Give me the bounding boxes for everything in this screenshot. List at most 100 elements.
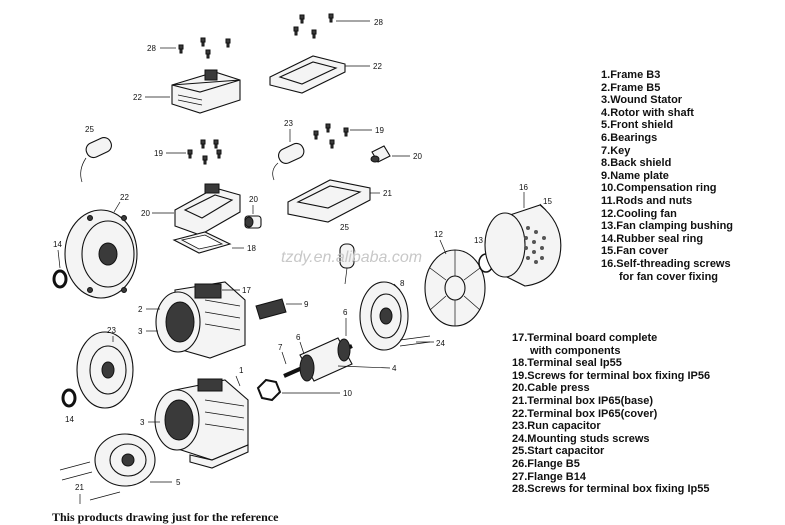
terminal-box-cover-22-left <box>171 69 241 114</box>
start-capacitor-25-middle <box>339 243 355 285</box>
legend-item-text: Self-threading screws <box>616 257 731 270</box>
callout-19a: 19 <box>154 149 163 158</box>
legend-item-text: Terminal box IP65(cover) <box>527 407 658 420</box>
legend-item: 17.Terminal board complete <box>512 332 710 345</box>
front-shield <box>94 433 156 487</box>
legend-item-number: 10. <box>601 182 617 195</box>
legend-item-text: Frame B5 <box>610 81 661 94</box>
legend-item: 11.Rods and nuts <box>601 195 733 208</box>
legend-item: 12.Cooling fan <box>601 208 733 221</box>
callout-25b: 25 <box>340 223 349 232</box>
legend-item-number: 28. <box>512 483 528 496</box>
legend-item: 18.Terminal seal Ip55 <box>512 357 710 370</box>
legend-item: 26.Flange B5 <box>512 458 710 471</box>
legend-item: 27.Flange B14 <box>512 471 710 484</box>
callout-3a: 3 <box>138 327 143 336</box>
callout-1: 1 <box>239 366 244 375</box>
legend-item-continuation: with components <box>530 344 621 357</box>
callout-20b: 20 <box>141 209 150 218</box>
legend-item-text: Bearings <box>610 131 658 144</box>
legend-item: 3.Wound Stator <box>601 94 733 107</box>
callout-24: 24 <box>436 339 445 348</box>
legend-item-text: Screws for terminal box fixing Ip55 <box>527 483 710 496</box>
legend-item-text: Mounting studs screws <box>527 432 650 445</box>
legend-item: 22.Terminal box IP65(cover) <box>512 408 710 421</box>
legend-item-number: 23. <box>512 420 528 433</box>
callout-2: 2 <box>138 305 143 314</box>
callout-21: 21 <box>383 189 392 198</box>
legend-item: 25.Start capacitor <box>512 445 710 458</box>
legend-item: 20.Cable press <box>512 382 710 395</box>
legend-item-text: Rods and nuts <box>615 194 693 207</box>
legend-item-number: 13. <box>601 220 617 233</box>
legend-item-number: 26. <box>512 457 528 470</box>
callout-10: 10 <box>343 389 352 398</box>
legend-item-text: Rubber seal ring <box>616 232 704 245</box>
legend-item: 19.Screws for terminal box fixing IP56 <box>512 370 710 383</box>
legend-item-text: Terminal seal Ip55 <box>527 357 622 370</box>
legend-item: 16.Self-threading screws <box>601 258 733 271</box>
legend-item: 21.Terminal box IP65(base) <box>512 395 710 408</box>
legend-item-number: 19. <box>512 369 528 382</box>
run-capacitor-23-top <box>272 142 305 181</box>
callout-28a: 28 <box>147 44 156 53</box>
legend-item-text: Terminal board complete <box>527 332 658 344</box>
callout-14b: 14 <box>65 415 74 424</box>
rods-and-nuts <box>59 461 121 501</box>
terminal-box-base-21 <box>287 179 371 223</box>
rotor-with-shaft <box>283 337 353 382</box>
legend-item: 2.Frame B5 <box>601 82 733 95</box>
legend-item: 14.Rubber seal ring <box>601 233 733 246</box>
flange-b14 <box>76 331 134 409</box>
legend-item-text: Flange B14 <box>527 470 586 483</box>
legend-item-number: 12. <box>601 207 617 220</box>
frame-b3 <box>154 378 249 469</box>
legend-item-text: Fan cover <box>616 245 669 258</box>
legend-item: 1.Frame B3 <box>601 69 733 82</box>
callout-13: 13 <box>474 236 483 245</box>
bottom-note: This products drawing just for the refer… <box>52 510 279 524</box>
callout-22b: 22 <box>373 62 382 71</box>
legend-item-number: 20. <box>512 382 528 395</box>
callout-21b: 21 <box>75 483 84 492</box>
legend-item-number: 27. <box>512 470 528 483</box>
callout-9: 9 <box>304 300 309 309</box>
legend-item-text: Flange B5 <box>527 457 580 470</box>
legend-item: 23.Run capacitor <box>512 420 710 433</box>
rubber-seal-ring-14-top <box>52 269 68 289</box>
legend-item-text: Cooling fan <box>616 207 677 220</box>
callout-8: 8 <box>400 279 405 288</box>
legend-item-text: Run capacitor <box>527 420 601 433</box>
callout-labels: 28 28 22 22 25 19 23 19 20 22 20 20 21 1… <box>53 18 552 492</box>
legend-item: 24.Mounting studs screws <box>512 433 710 446</box>
callout-22a: 22 <box>133 93 142 102</box>
callout-17: 17 <box>242 286 251 295</box>
legend-item-text: Screws for terminal box fixing IP56 <box>527 369 711 382</box>
legend-item-number: 22. <box>512 407 528 420</box>
legend-item: 10.Compensation ring <box>601 182 733 195</box>
legend-item-number: 11. <box>601 194 616 207</box>
compensation-ring <box>256 378 282 402</box>
legend-item-number: 1. <box>601 69 611 81</box>
callout-20c: 20 <box>249 195 258 204</box>
legend-item-text: Front shield <box>610 119 674 132</box>
callout-6a: 6 <box>343 308 348 317</box>
legend-item-number: 8. <box>601 157 611 170</box>
legend-item-text: Rotor with shaft <box>610 106 694 119</box>
callout-4: 4 <box>392 364 397 373</box>
legend-item-text: Compensation ring <box>616 182 717 195</box>
legend-item: 4.Rotor with shaft <box>601 107 733 120</box>
legend-item: 5.Front shield <box>601 119 733 132</box>
watermark: tzdy.en.alibaba.com <box>281 249 422 266</box>
legend-item-number: 16. <box>601 257 617 270</box>
cable-press-20-middle <box>244 215 262 229</box>
callout-15: 15 <box>543 197 552 206</box>
legend-item-text: Fan clamping bushing <box>616 220 734 233</box>
callout-3b: 3 <box>140 418 145 427</box>
legend-item-number: 7. <box>601 144 611 157</box>
callout-28b: 28 <box>374 18 383 27</box>
legend-item-text: Frame B3 <box>610 69 661 81</box>
legend-item-continuation: for fan cover fixing <box>619 270 719 283</box>
callout-20a: 20 <box>413 152 422 161</box>
